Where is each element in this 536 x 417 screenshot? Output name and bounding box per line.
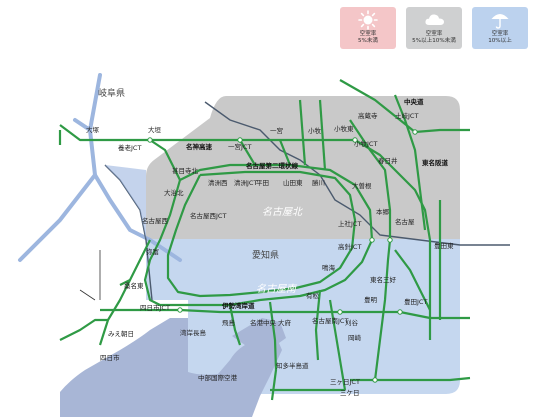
- zone-south-label: 名古屋南: [256, 283, 298, 295]
- svg-text:名港中央: 名港中央: [250, 318, 277, 327]
- svg-text:一宮JCT: 一宮JCT: [228, 142, 251, 151]
- umbrella-icon: [491, 14, 509, 29]
- roads: [58, 79, 471, 401]
- svg-text:みえ朝日: みえ朝日: [108, 330, 134, 338]
- svg-text:桑名東: 桑名東: [124, 281, 144, 290]
- svg-text:岡崎: 岡崎: [348, 333, 362, 342]
- svg-text:飛島: 飛島: [222, 318, 236, 327]
- svg-text:東名阪道: 東名阪道: [422, 158, 449, 167]
- svg-text:有松: 有松: [306, 291, 320, 300]
- sun-icon: [358, 10, 378, 30]
- svg-text:平田: 平田: [256, 179, 269, 187]
- svg-text:大府: 大府: [278, 318, 292, 327]
- svg-text:知多半島道: 知多半島道: [276, 361, 309, 370]
- cloud-icon: [425, 14, 444, 25]
- svg-text:名古屋: 名古屋: [395, 217, 415, 226]
- legend-label: 空室率: [359, 31, 377, 37]
- svg-text:中央道: 中央道: [404, 97, 424, 106]
- svg-text:清洲JCT: 清洲JCT: [234, 178, 257, 187]
- svg-text:大治北: 大治北: [164, 188, 184, 197]
- svg-text:甚目寺北: 甚目寺北: [172, 167, 199, 175]
- junction-markers: [147, 129, 418, 383]
- svg-text:勝川: 勝川: [312, 178, 325, 187]
- svg-text:高蔵寺: 高蔵寺: [358, 111, 378, 120]
- south-zone[interactable]: [146, 239, 460, 394]
- svg-text:養老JCT: 養老JCT: [118, 143, 141, 152]
- legend-value: 5%以上10%未満: [412, 38, 456, 44]
- svg-text:小牧JCT: 小牧JCT: [354, 139, 377, 148]
- svg-text:豊田東: 豊田東: [434, 241, 454, 250]
- svg-text:大曽根: 大曽根: [352, 181, 372, 190]
- svg-text:名古屋南JCT: 名古屋南JCT: [312, 316, 348, 325]
- svg-text:伊勢湾岸道: 伊勢湾岸道: [221, 301, 255, 310]
- svg-text:鳴海: 鳴海: [322, 263, 336, 272]
- prefecture-gifu: 岐阜県: [98, 87, 125, 99]
- rivers: [18, 73, 182, 262]
- svg-text:山田東: 山田東: [283, 178, 303, 187]
- svg-text:高針JCT: 高針JCT: [338, 242, 361, 251]
- svg-text:刈谷: 刈谷: [345, 318, 359, 327]
- svg-text:小牧: 小牧: [308, 126, 322, 135]
- svg-text:土岐JCT: 土岐JCT: [395, 111, 418, 120]
- svg-text:三ケ日: 三ケ日: [340, 389, 360, 397]
- svg-text:名神高速: 名神高速: [186, 142, 213, 151]
- gifu-border-shade: [105, 165, 146, 239]
- svg-text:清洲西: 清洲西: [208, 178, 228, 187]
- svg-text:豊明: 豊明: [364, 295, 378, 304]
- svg-text:豊田JCT: 豊田JCT: [404, 297, 427, 306]
- svg-text:大垣: 大垣: [148, 125, 162, 134]
- legend-label: 空室率: [425, 31, 443, 37]
- svg-text:本郷: 本郷: [376, 207, 390, 216]
- svg-text:弥富: 弥富: [146, 247, 159, 256]
- sea: [60, 318, 282, 417]
- svg-text:中部国際空港: 中部国際空港: [198, 373, 238, 382]
- prefecture-aichi: 愛知県: [252, 249, 279, 261]
- map-labels: 中央道 高蔵寺 土岐JCT 小牧東 小牧JCT 春日井 東名阪道 一宮 小牧 大…: [86, 97, 454, 397]
- zone-north-label: 名古屋北: [262, 206, 303, 218]
- svg-text:上社JCT: 上社JCT: [338, 219, 361, 228]
- svg-text:小牧東: 小牧東: [334, 124, 354, 133]
- svg-text:名古屋西: 名古屋西: [142, 216, 169, 225]
- legend-label: 空室率: [491, 31, 509, 37]
- legend-value: 5%未満: [357, 38, 379, 44]
- svg-text:四日市JCT: 四日市JCT: [140, 303, 170, 312]
- svg-text:湾岸長島: 湾岸長島: [180, 328, 207, 337]
- svg-text:東名三好: 東名三好: [370, 275, 397, 284]
- svg-text:三ヶ日JCT: 三ヶ日JCT: [330, 378, 360, 386]
- svg-text:一宮: 一宮: [270, 126, 283, 135]
- svg-text:名古屋第二環状線: 名古屋第二環状線: [246, 161, 299, 170]
- svg-text:春日井: 春日井: [378, 156, 398, 165]
- svg-text:四日市: 四日市: [100, 353, 120, 362]
- legend-value: 10%以上: [488, 38, 512, 44]
- svg-text:名古屋西JCT: 名古屋西JCT: [190, 211, 226, 220]
- svg-text:大塚: 大塚: [86, 125, 100, 134]
